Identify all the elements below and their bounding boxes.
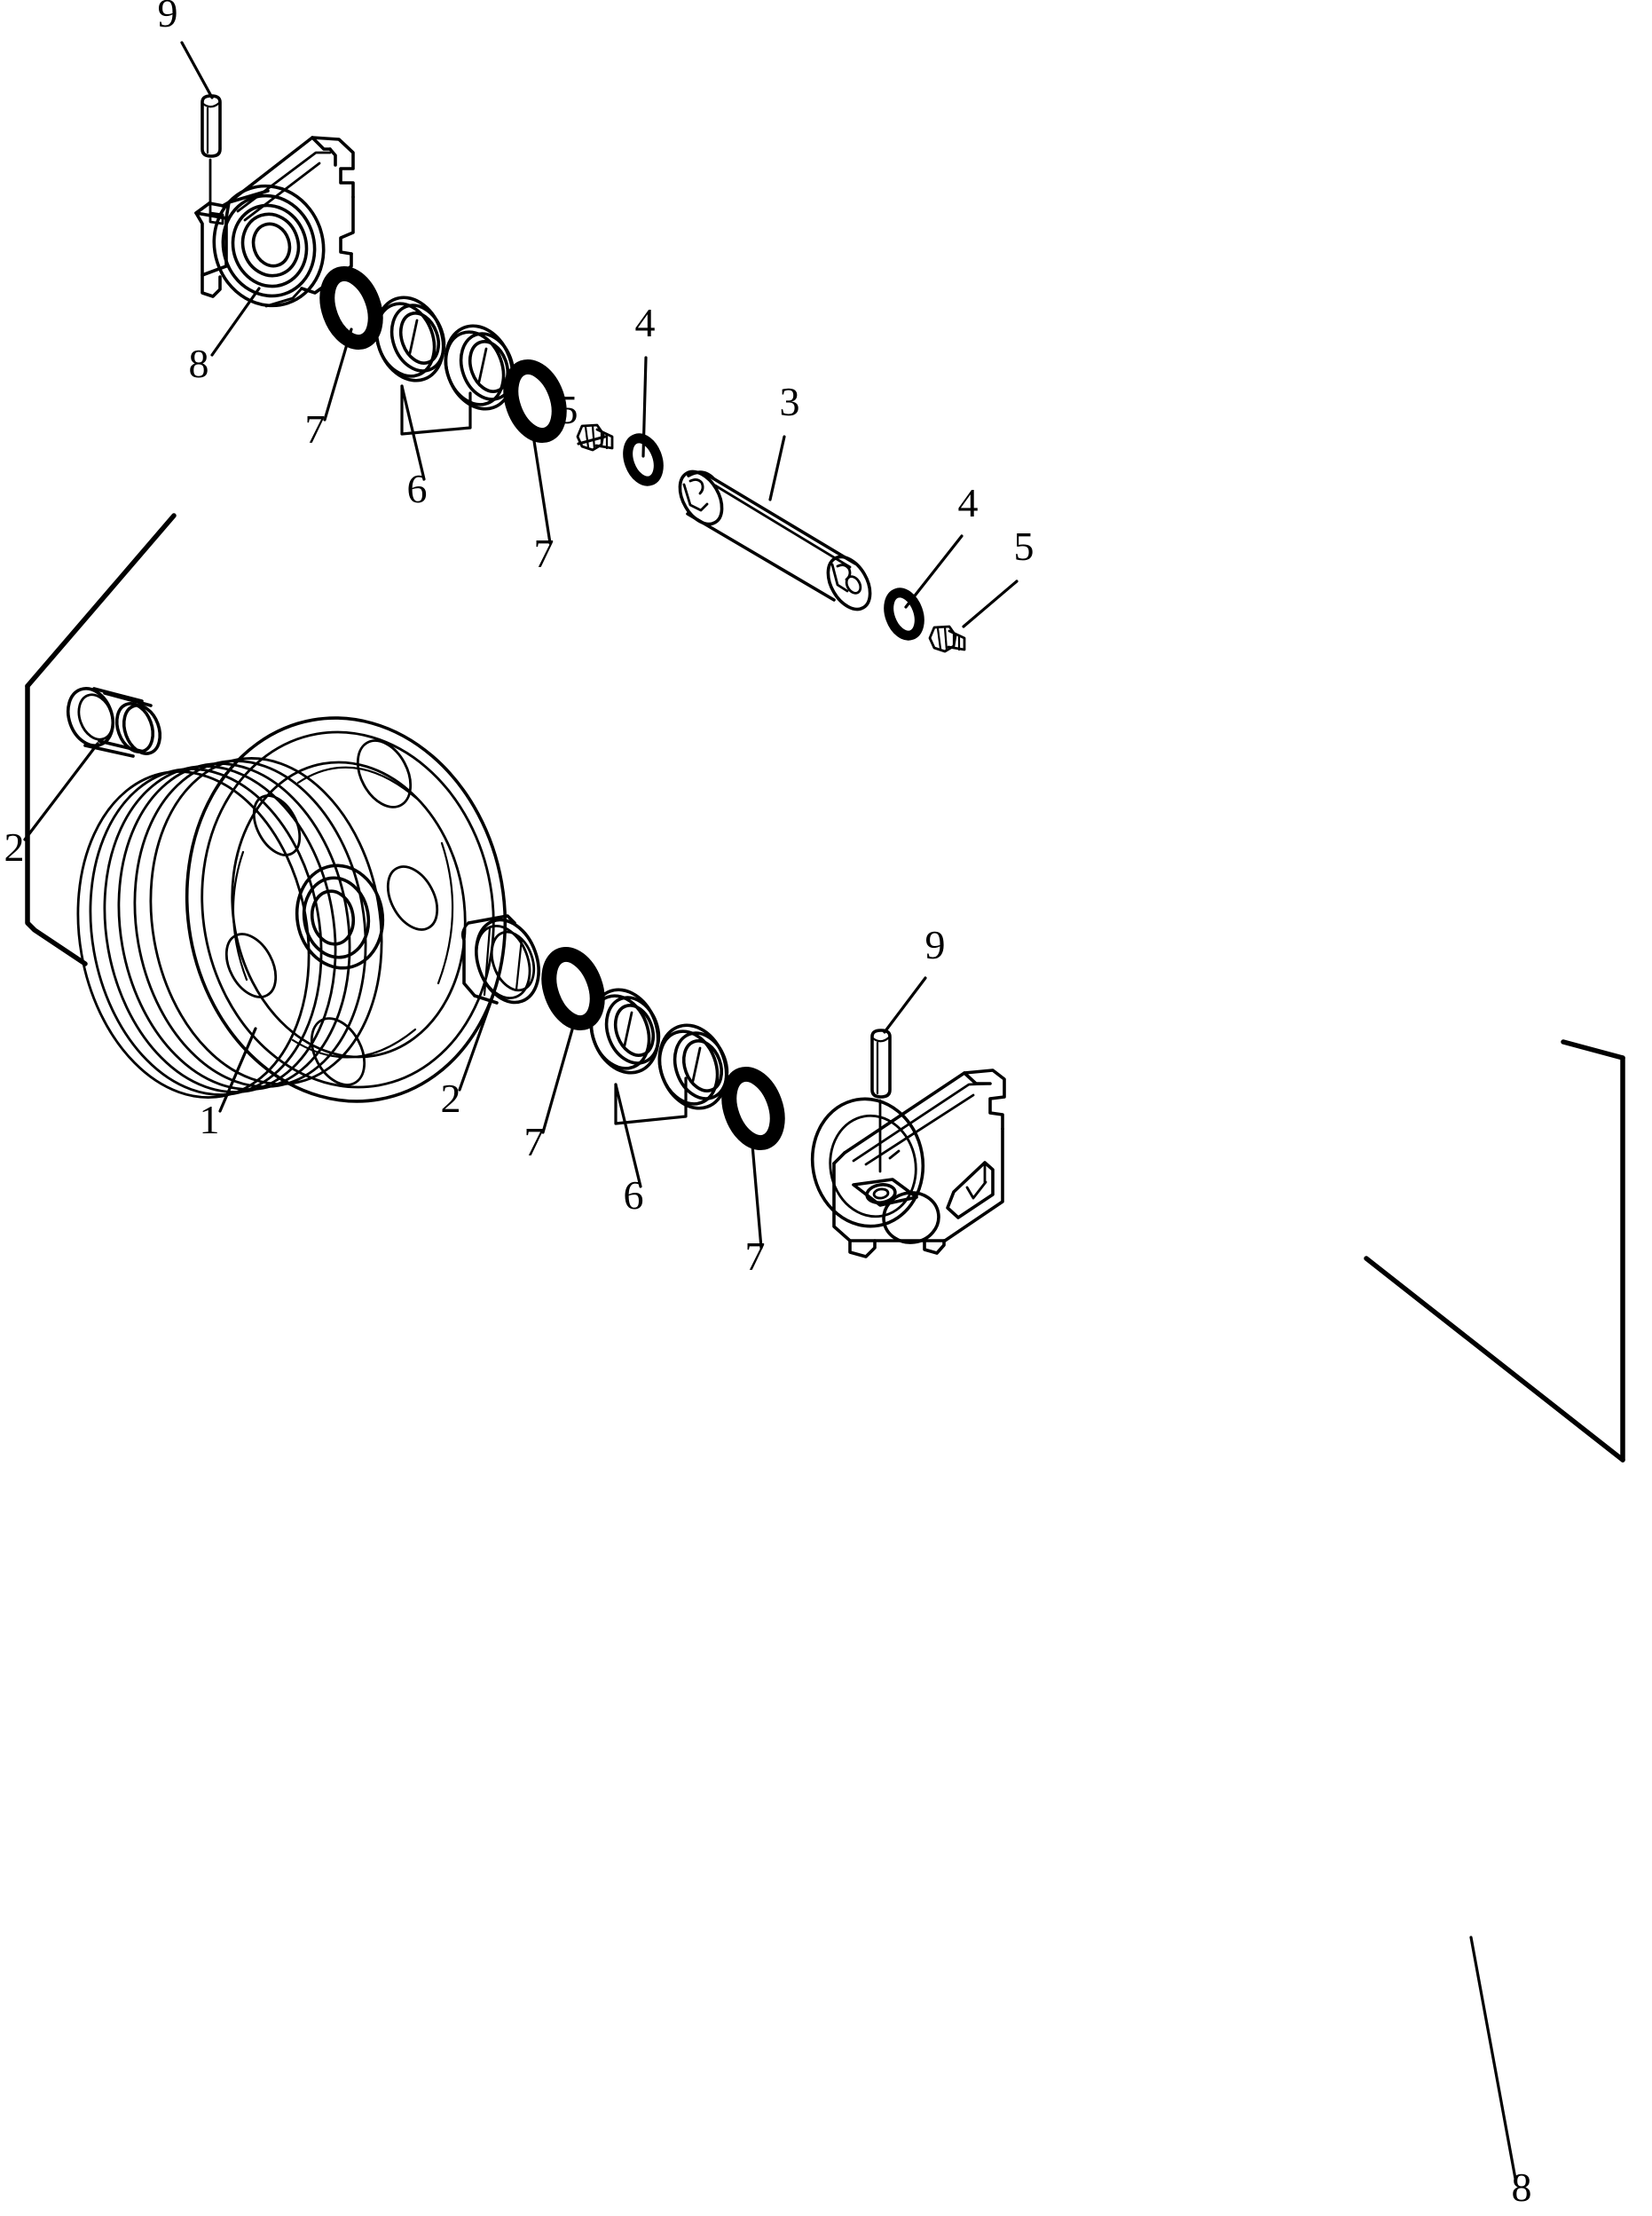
callout-number: 5	[558, 387, 578, 432]
leader-line	[210, 287, 261, 357]
leader-line	[883, 976, 927, 1034]
callout-number: 7	[524, 1119, 545, 1164]
callout-number: 6	[624, 1172, 644, 1218]
callout-7-o-ring-seal: 7	[305, 327, 353, 452]
callout-number: 5	[1014, 524, 1034, 569]
leader-line	[23, 742, 99, 841]
callout-4-o-ring: 4	[904, 480, 979, 609]
callout-8-idler-bracket-support: 8	[189, 287, 261, 386]
leader-line	[768, 435, 786, 501]
callout-bracket	[400, 384, 472, 436]
callout-number: 7	[745, 1234, 766, 1279]
leader-line	[577, 435, 607, 446]
callout-4-o-ring: 4	[635, 300, 656, 458]
callout-1-idler-wheel: 1	[200, 1027, 257, 1142]
o-ring-upper	[623, 433, 664, 486]
idler-wheel	[76, 716, 507, 1103]
callout-9-spring-pin: 9	[883, 922, 946, 1034]
callout-9-spring-pin: 9	[158, 0, 214, 99]
leader-line	[1469, 1936, 1517, 2181]
o-ring-seal-lower-1	[541, 946, 605, 1031]
leader-line	[218, 1027, 257, 1113]
callout-7-o-ring-seal: 7	[524, 1028, 574, 1164]
spring-pin-top	[201, 94, 222, 158]
frame-outline-left	[25, 513, 177, 966]
floating-seal-lower-a	[589, 988, 661, 1075]
leader-line	[532, 439, 552, 545]
plug-screw-upper	[576, 423, 614, 452]
bushing-middle	[460, 914, 540, 1005]
leader-line	[614, 1083, 642, 1188]
callout-5-plug-screw: 5	[558, 387, 607, 446]
callout-number: 1	[200, 1097, 220, 1142]
callout-number: 8	[189, 341, 209, 386]
leader-line	[541, 1028, 574, 1134]
callout-number: 4	[635, 300, 656, 345]
leader-line	[641, 356, 648, 458]
callout-5-plug-screw: 5	[962, 524, 1034, 628]
idler-shaft	[678, 469, 872, 611]
plug-screw-lower	[928, 625, 966, 653]
callout-number: 6	[407, 466, 428, 511]
leader-line	[962, 580, 1019, 628]
callout-7-o-ring-seal: 7	[532, 439, 555, 576]
callout-number: 7	[534, 531, 555, 576]
callout-2-bushing: 2	[441, 993, 495, 1121]
callout-number: 2	[4, 824, 25, 870]
floating-seal-lower-b	[657, 1023, 729, 1110]
leader-line	[904, 534, 964, 609]
leader-line	[751, 1143, 763, 1250]
callout-number: 4	[958, 480, 979, 525]
callout-number: 3	[780, 379, 800, 424]
spring-pin-bottom	[870, 1029, 892, 1099]
callout-6-floating-seal-set: 6	[614, 1076, 688, 1218]
o-ring-seal-upper-1	[319, 265, 383, 351]
leader-line	[323, 327, 353, 422]
o-ring-seal-lower-2	[721, 1066, 785, 1151]
callout-number: 2	[441, 1076, 461, 1121]
callout-3-idler-shaft: 3	[768, 379, 800, 501]
callout-6-floating-seal-set: 6	[400, 384, 472, 511]
callout-number: 9	[925, 922, 946, 967]
callout-8-idler-bracket-support: 8	[1469, 1936, 1532, 2210]
bushing-left	[66, 687, 162, 758]
o-ring-seal-upper-2	[503, 359, 567, 444]
idler-bracket-support-bottom	[810, 1069, 1006, 1258]
idler-bracket-support-top	[194, 136, 355, 308]
callout-number: 7	[305, 406, 326, 452]
callout-7-o-ring-seal: 7	[745, 1143, 766, 1279]
leader-line	[180, 41, 214, 99]
callout-number: 8	[1512, 2165, 1532, 2210]
callout-number: 9	[158, 0, 178, 35]
callout-bracket	[614, 1076, 688, 1125]
frame-outline-right	[1364, 1039, 1625, 1463]
floating-seal-upper-a	[374, 296, 446, 382]
floating-seal-upper-b	[444, 324, 515, 411]
o-ring-lower	[884, 588, 924, 641]
leader-line	[458, 993, 495, 1092]
callout-2-bushing: 2	[4, 742, 99, 870]
